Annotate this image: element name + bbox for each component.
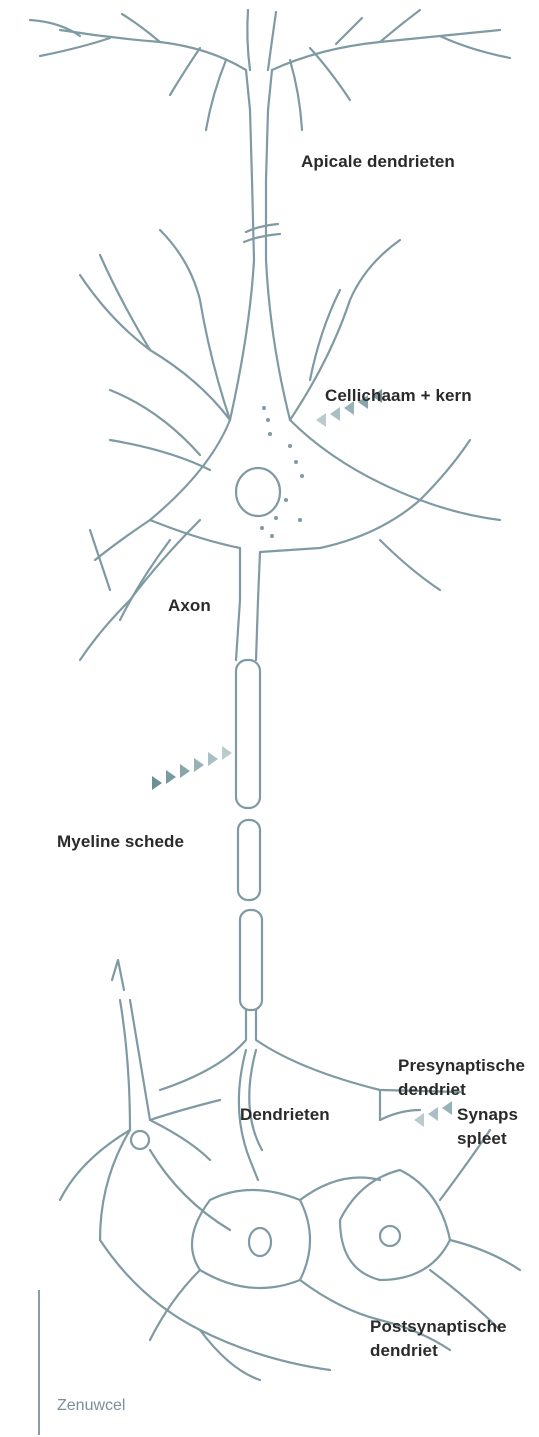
label-presynaptische-line2: dendriet <box>398 1077 466 1102</box>
myelin-arrow <box>152 746 232 790</box>
label-apicale-dendrieten: Apicale dendrieten <box>301 149 455 174</box>
label-postsynaptische-line1: Postsynaptische <box>370 1314 507 1339</box>
label-synaps-line1: Synaps <box>457 1102 518 1127</box>
label-dendrieten: Dendrieten <box>240 1102 330 1127</box>
caption-bar <box>38 1290 40 1435</box>
apical-dendrites-drawing <box>30 10 510 260</box>
label-myeline-schede: Myeline schede <box>57 829 184 854</box>
synapse-arrow <box>414 1101 452 1127</box>
figure-caption: Zenuwcel <box>57 1397 125 1415</box>
label-postsynaptische-line2: dendriet <box>370 1338 438 1363</box>
label-synaps-line2: spleet <box>457 1126 507 1151</box>
cell-body-drawing <box>80 230 500 660</box>
label-presynaptische-line1: Presynaptische <box>398 1053 525 1078</box>
label-axon: Axon <box>168 593 211 618</box>
label-cellichaam-kern: Cellichaam + kern <box>325 383 472 408</box>
